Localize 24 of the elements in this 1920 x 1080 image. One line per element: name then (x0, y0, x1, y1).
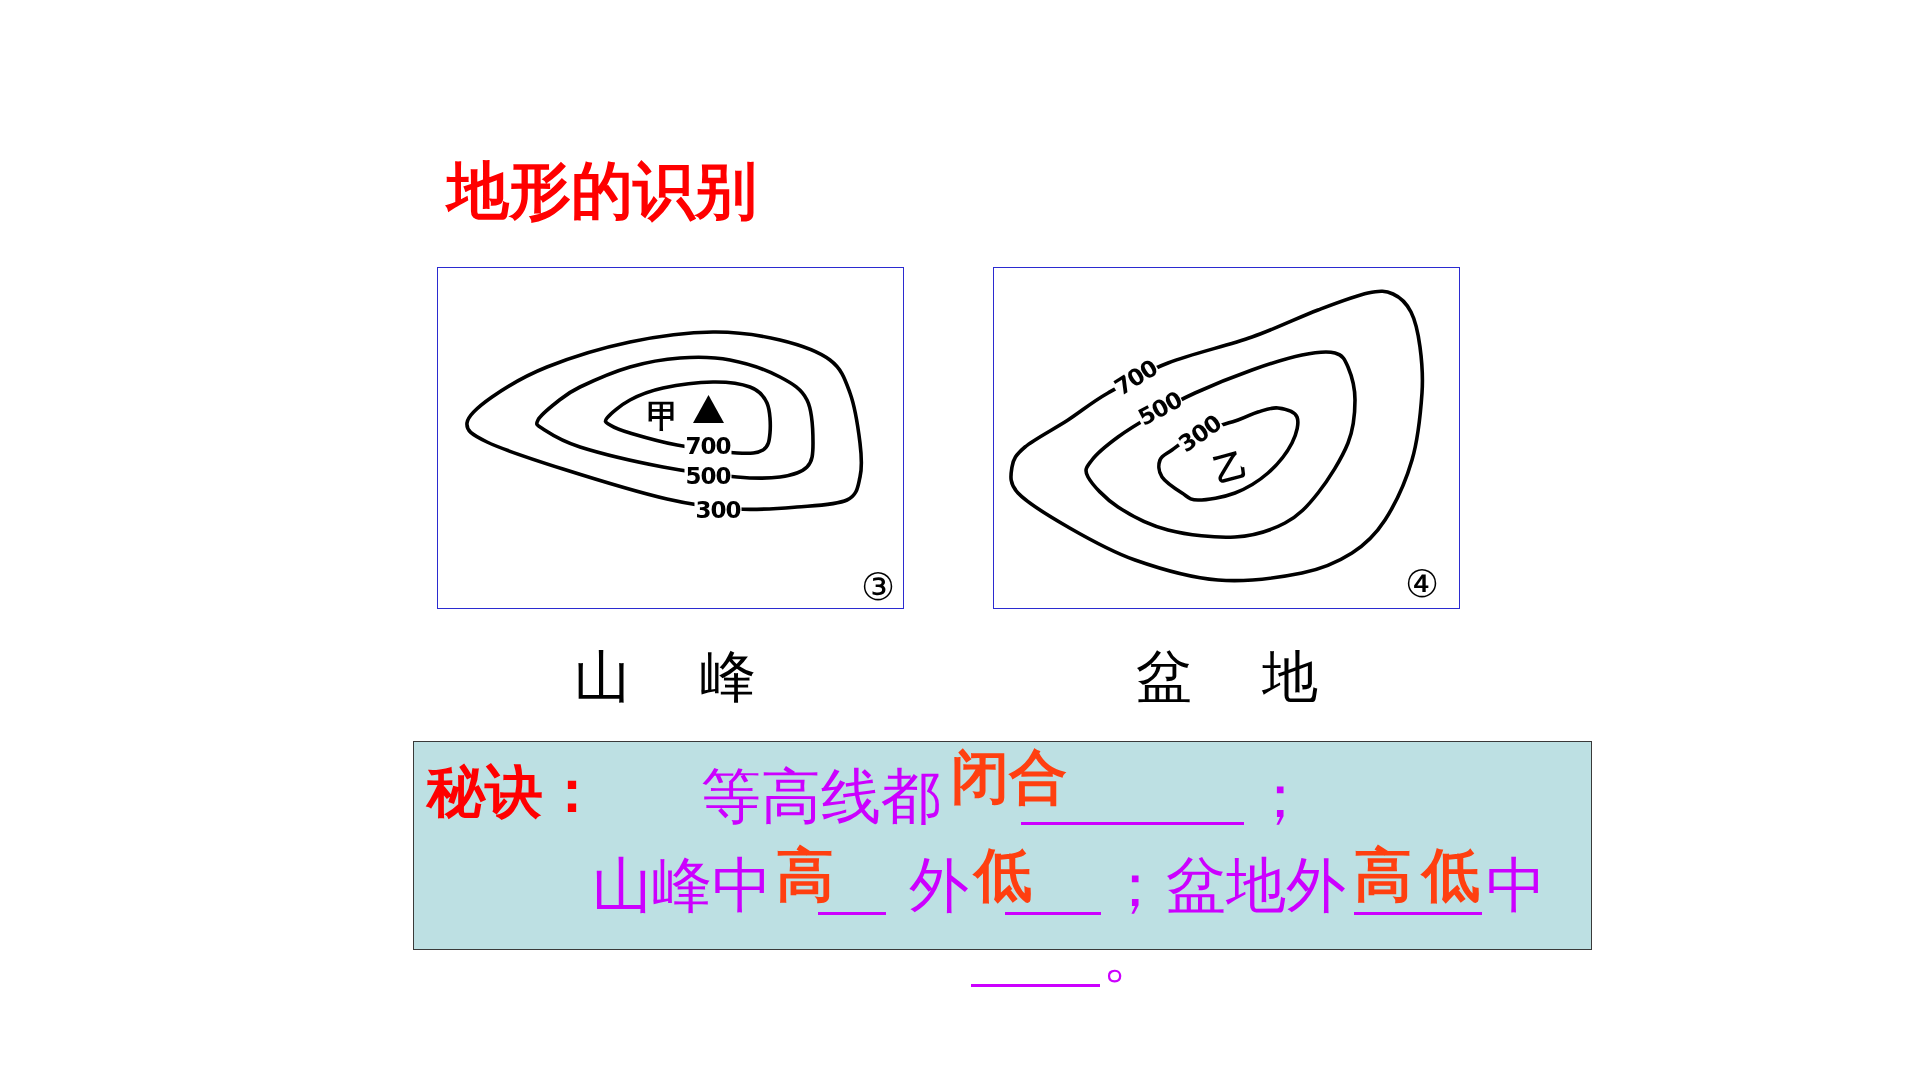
tip-text: ； (1105, 855, 1165, 915)
slide-title: 地形的识别 (447, 160, 757, 222)
figure-number: ④ (1404, 565, 1440, 603)
tip-text: 等高线都 (701, 766, 941, 826)
tip-text: ； (1250, 766, 1310, 826)
tip-box (413, 741, 1592, 950)
map-caption: 山 峰 (574, 649, 756, 705)
tip-text: 中 (1486, 855, 1546, 915)
answer-text: 高 (776, 846, 834, 904)
contour-map (993, 267, 1460, 609)
figure-number: ③ (860, 568, 896, 606)
map-caption: 盆 地 (1136, 649, 1318, 705)
answer-text: 低 (974, 846, 1032, 904)
elevation-label: 700 (684, 434, 732, 458)
answer-text: 低 (1422, 846, 1480, 904)
tip-text: 山峰中 (592, 855, 772, 915)
tip-text: 。 (1102, 925, 1162, 985)
point-label: 甲 (647, 400, 679, 432)
contour-map (437, 267, 904, 609)
answer-text: 闭合 (951, 748, 1067, 806)
tip-text: 盆地外 (1166, 855, 1346, 915)
answer-text: 高 (1354, 846, 1412, 904)
tip-heading: 秘诀： (427, 762, 601, 820)
tip-text: 外 (909, 855, 969, 915)
